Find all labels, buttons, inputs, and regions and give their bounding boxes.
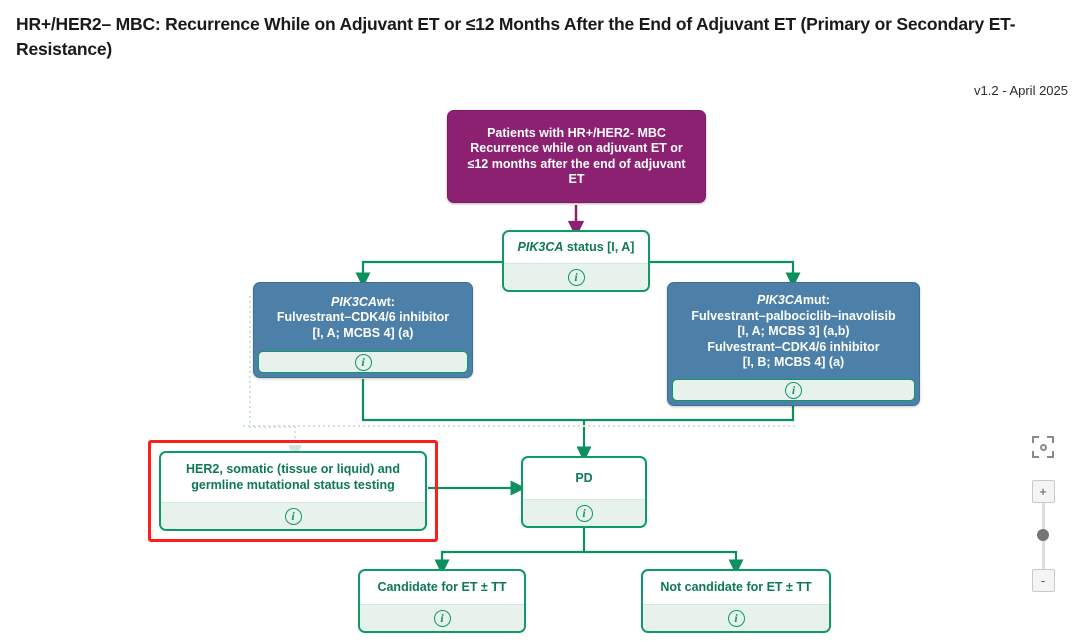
node-candidate-body: Candidate for ET ± TT — [360, 571, 524, 604]
zoom-slider-handle[interactable] — [1037, 529, 1049, 541]
pik3ca-wt-gene-suffix: wt: — [376, 294, 395, 309]
node-pik3ca-wt[interactable]: PIK3CAwt: Fulvestrant–CDK4/6 inhibitor [… — [253, 282, 473, 378]
pik3ca-mut-gene: PIK3CA — [757, 293, 803, 308]
edge-wt-to-pd — [361, 379, 584, 422]
node-not-candidate[interactable]: Not candidate for ET ± TT i — [641, 569, 831, 633]
info-icon[interactable]: i — [284, 507, 302, 525]
info-icon[interactable]: i — [727, 609, 745, 627]
node-pik3ca-mut-infobar: i — [672, 379, 915, 401]
her2-testing-line-1: HER2, somatic (tissue or liquid) and — [186, 462, 400, 476]
pik3ca-wt-line-2: Fulvestrant–CDK4/6 inhibitor — [276, 310, 450, 325]
node-candidate[interactable]: Candidate for ET ± TT i — [358, 569, 526, 633]
edge-status-to-wt — [355, 260, 503, 288]
focus-frame-icon[interactable] — [1032, 436, 1054, 458]
zoom-controls[interactable]: + - — [1026, 436, 1060, 592]
node-her2-testing[interactable]: HER2, somatic (tissue or liquid) and ger… — [159, 451, 427, 531]
node-her2-testing-infobar: i — [161, 502, 425, 529]
info-icon[interactable]: i — [354, 353, 372, 371]
patients-line-2: Recurrence while on adjuvant ET or — [470, 141, 683, 155]
node-pik3ca-wt-body: PIK3CAwt: Fulvestrant–CDK4/6 inhibitor [… — [258, 287, 468, 351]
pik3ca-mut-gene-suffix: mut: — [802, 293, 830, 308]
pd-label: PD — [575, 470, 593, 485]
node-not-candidate-infobar: i — [643, 604, 829, 631]
node-pik3ca-status-body: PIK3CA status [I, A] — [504, 232, 648, 263]
focus-corner-bottom-left — [1032, 451, 1039, 458]
diagram-canvas[interactable]: Patients with HR+/HER2- MBC Recurrence w… — [0, 100, 1080, 642]
focus-corner-bottom-right — [1047, 451, 1054, 458]
pik3ca-status-rest: status [I, A] — [563, 239, 635, 254]
patients-line-4: ET — [568, 172, 585, 186]
zoom-in-button[interactable]: + — [1031, 480, 1055, 503]
node-pik3ca-wt-infobar: i — [258, 351, 468, 373]
info-icon[interactable]: i — [567, 268, 585, 286]
node-patients[interactable]: Patients with HR+/HER2- MBC Recurrence w… — [447, 110, 706, 203]
focus-corner-top-left — [1032, 436, 1039, 443]
node-patients-body: Patients with HR+/HER2- MBC Recurrence w… — [448, 111, 705, 202]
pik3ca-mut-line-5: [I, B; MCBS 4] (a) — [742, 355, 845, 370]
info-icon[interactable]: i — [433, 609, 451, 627]
info-icon[interactable]: i — [785, 381, 802, 399]
patients-line-1: Patients with HR+/HER2- MBC — [487, 125, 666, 140]
pik3ca-mut-line-4: Fulvestrant–CDK4/6 inhibitor — [707, 339, 880, 354]
version-label: v1.2 - April 2025 — [974, 83, 1068, 98]
zoom-slider-track[interactable] — [1037, 503, 1049, 569]
node-pik3ca-status-infobar: i — [504, 263, 648, 290]
node-pd-infobar: i — [523, 499, 645, 526]
her2-testing-line-2: germline mutational status testing — [191, 477, 395, 492]
edge-status-to-mut — [650, 260, 801, 288]
pik3ca-mut-line-2: Fulvestrant–palbociclib–inavolisib — [691, 308, 896, 323]
pik3ca-status-gene: PIK3CA — [517, 239, 564, 254]
not-candidate-label: Not candidate for ET ± TT — [660, 579, 812, 594]
node-candidate-infobar: i — [360, 604, 524, 631]
focus-center-dot — [1039, 443, 1047, 451]
info-icon[interactable]: i — [575, 504, 593, 522]
node-pik3ca-mut[interactable]: PIK3CAmut: Fulvestrant–palbociclib–inavo… — [667, 282, 920, 406]
node-pd-body: PD — [523, 458, 645, 499]
node-pd[interactable]: PD i — [521, 456, 647, 528]
node-her2-testing-body: HER2, somatic (tissue or liquid) and ger… — [161, 453, 425, 502]
focus-corner-top-right — [1047, 436, 1054, 443]
pik3ca-wt-line-3: [I, A; MCBS 4] (a) — [312, 325, 414, 340]
node-pik3ca-status[interactable]: PIK3CA status [I, A] i — [502, 230, 650, 292]
zoom-out-button[interactable]: - — [1031, 569, 1055, 592]
edge-pd-to-candidates — [434, 528, 744, 575]
page-title: HR+/HER2– MBC: Recurrence While on Adjuv… — [16, 14, 1016, 59]
node-not-candidate-body: Not candidate for ET ± TT — [643, 571, 829, 604]
candidate-label: Candidate for ET ± TT — [377, 579, 507, 594]
node-pik3ca-mut-body: PIK3CAmut: Fulvestrant–palbociclib–inavo… — [672, 287, 915, 379]
pik3ca-mut-line-3: [I, A; MCBS 3] (a,b) — [737, 324, 850, 339]
pik3ca-wt-gene: PIK3CA — [331, 294, 377, 309]
patients-line-3: ≤12 months after the end of adjuvant — [467, 156, 686, 171]
